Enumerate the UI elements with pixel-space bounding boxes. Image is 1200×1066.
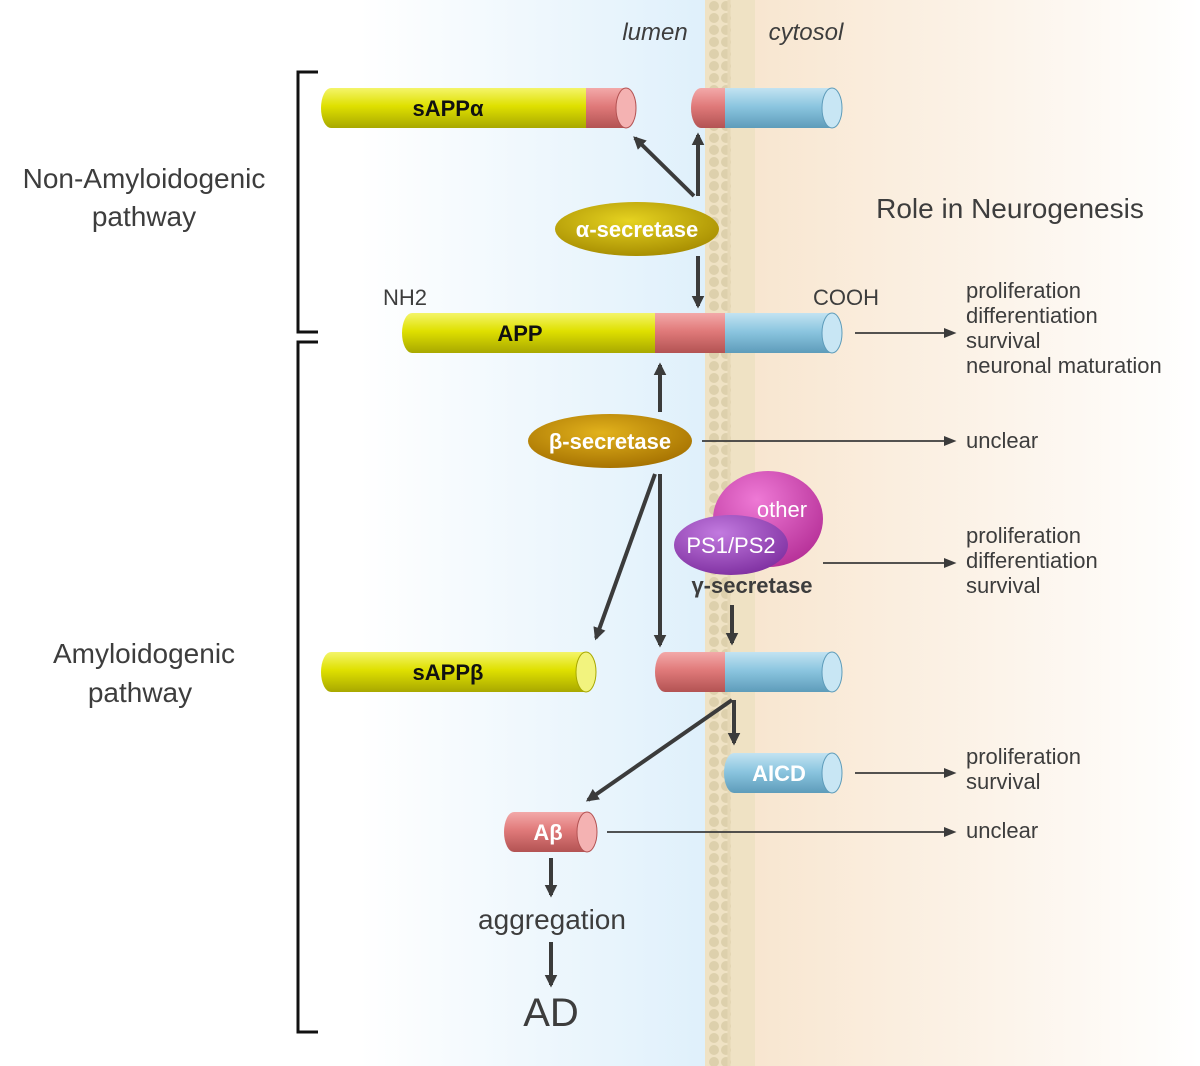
ctf-beta-fragment: [655, 651, 843, 693]
cytosol-label: cytosol: [769, 19, 844, 46]
app-role-3: survival: [966, 328, 1041, 353]
role-heading: Role in Neurogenesis: [876, 193, 1144, 224]
abeta-role: unclear: [966, 818, 1038, 843]
app-protein: [402, 312, 843, 354]
aicd-role-2: survival: [966, 769, 1041, 794]
app-label: APP: [497, 321, 542, 346]
arrow-to-sappa: [633, 136, 696, 198]
abeta-label: Aβ: [533, 820, 562, 845]
gamma-secretase-label: γ-secretase: [691, 573, 812, 598]
cytosol-region: [755, 0, 1200, 1066]
aicd-fragment: [724, 752, 843, 794]
ctf-alpha-fragment: [691, 87, 843, 129]
lumen-label: lumen: [622, 19, 687, 46]
gamma-role-3: survival: [966, 573, 1041, 598]
aggregation-label: aggregation: [478, 904, 626, 935]
ps1-ps2-label: PS1/PS2: [686, 533, 775, 558]
sappa-fragment: [321, 87, 637, 129]
beta-secretase-enzyme: [528, 414, 692, 468]
non-amyloidogenic-bracket: [296, 70, 318, 334]
arrow-ctf-to-abeta: [585, 698, 734, 802]
abeta-fragment: [504, 811, 598, 853]
non-amyloidogenic-label-line1: Non-Amyloidogenic: [23, 163, 266, 194]
app-role-4: neuronal maturation: [966, 353, 1162, 378]
ps1-ps2-component: [674, 515, 788, 575]
aicd-role-1: proliferation: [966, 744, 1081, 769]
amyloidogenic-bracket: [296, 340, 318, 1034]
app-role-2: differentiation: [966, 303, 1098, 328]
nh2-label: NH2: [383, 285, 427, 310]
arrow-beta-to-sappb: [593, 473, 657, 641]
cooh-label: COOH: [813, 285, 879, 310]
sappa-label: sAPPα: [413, 96, 484, 121]
alpha-secretase-label: α-secretase: [576, 217, 698, 242]
amyloidogenic-label-line1: Amyloidogenic: [53, 638, 235, 669]
sappb-label: sAPPβ: [413, 660, 484, 685]
beta-secretase-label: β-secretase: [549, 429, 671, 454]
alpha-secretase-enzyme: [555, 202, 719, 256]
beta-role: unclear: [966, 428, 1038, 453]
app-role-1: proliferation: [966, 278, 1081, 303]
other-label: other: [757, 497, 807, 522]
sappb-fragment: [321, 651, 597, 693]
gamma-role-2: differentiation: [966, 548, 1098, 573]
gamma-role-1: proliferation: [966, 523, 1081, 548]
ad-label: AD: [523, 991, 579, 1035]
non-amyloidogenic-label-line2: pathway: [92, 201, 196, 232]
amyloidogenic-label-line2: pathway: [88, 677, 192, 708]
lumen-region: [360, 0, 705, 1066]
aicd-label: AICD: [752, 761, 806, 786]
